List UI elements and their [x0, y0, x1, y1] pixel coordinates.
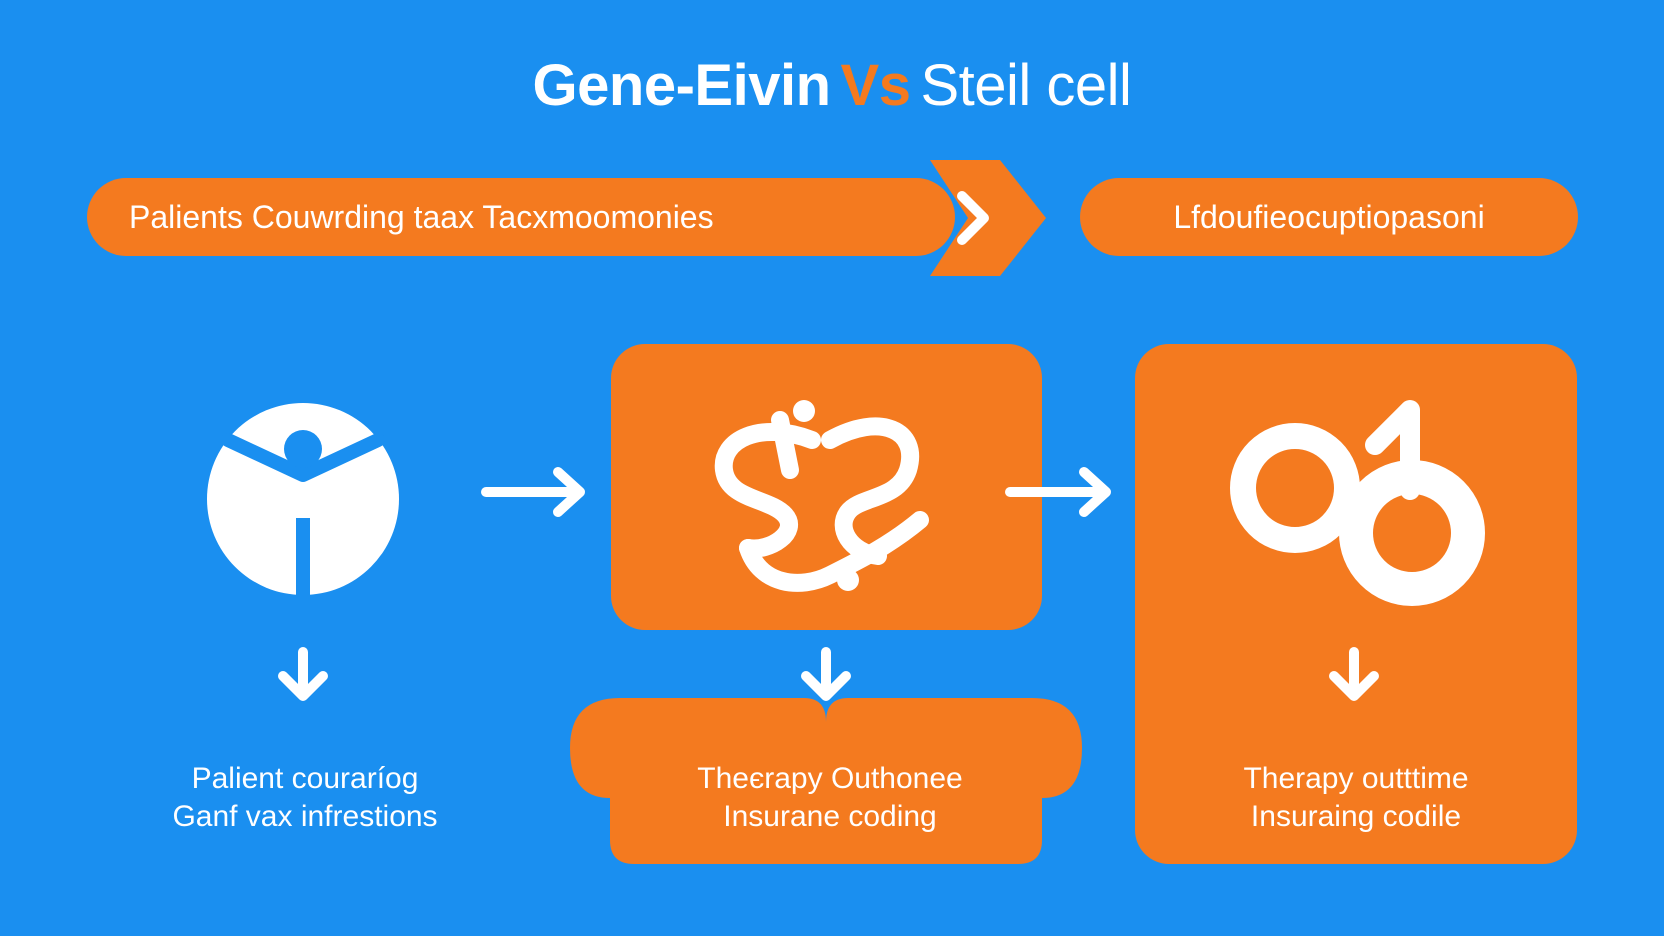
middle-caption-line-2: Insurane coding [723, 800, 937, 833]
middle-card [611, 344, 1042, 630]
left-caption: Palient couraríog Ganf vax infrestions [130, 760, 480, 836]
arrow-down-icon [278, 647, 328, 701]
pill-label: Lfdoufieocuptiopasoni [1173, 199, 1485, 235]
right-caption: Therapy outttime Insuraing codile [1135, 760, 1577, 836]
middle-caption: Theєrapy Outhonee Insurane coding [600, 760, 1060, 836]
title-vs: Vs [840, 53, 911, 118]
arrow-right-icon [481, 467, 585, 517]
banner-label: Palients Couwrding taax Tacxmoomonies [129, 199, 714, 235]
result-pill: Lfdoufieocuptiopasoni [1080, 178, 1578, 256]
left-caption-line-1: Palient couraríog [191, 762, 419, 795]
arrow-down-icon [801, 647, 851, 701]
right-caption-line-2: Insuraing codile [1250, 800, 1462, 833]
process-banner: Palients Couwrding taax Tacxmoomonies [87, 178, 955, 256]
title-part-two: Steil cell [920, 53, 1132, 118]
left-caption-line-2: Ganf vax infrestions [172, 800, 438, 833]
middle-caption-line-1: Theєrapy Outhonee [697, 762, 963, 795]
chevron-right-icon [957, 191, 989, 245]
banner-chevron-tip [930, 160, 1046, 276]
right-caption-line-1: Therapy outttime [1243, 762, 1469, 795]
person-circle-icon [207, 403, 399, 596]
title-part-one: Gene-Eivin [532, 53, 831, 118]
